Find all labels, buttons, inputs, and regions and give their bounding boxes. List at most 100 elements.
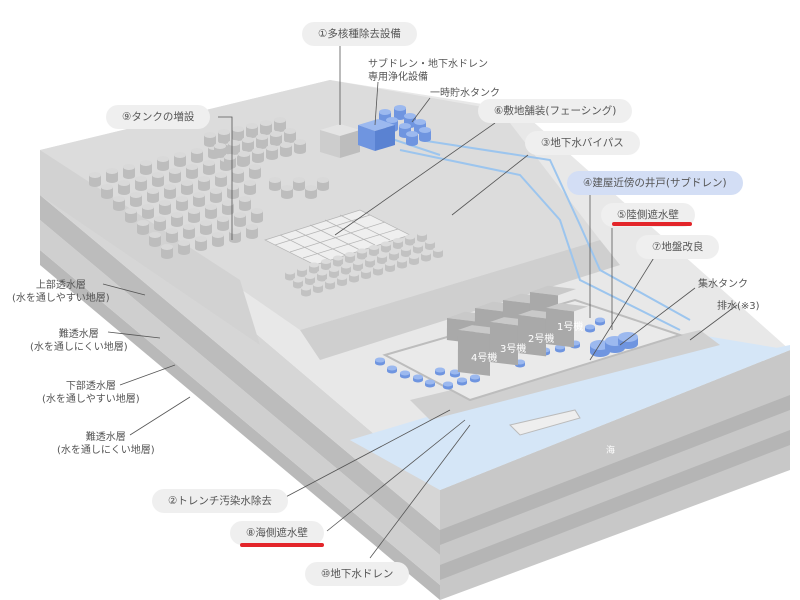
storage-tank <box>269 177 281 191</box>
storage-tank <box>238 151 250 166</box>
subdrain-well <box>425 379 435 388</box>
storage-tank <box>106 168 118 183</box>
storage-tank <box>232 168 244 183</box>
storage-tank <box>212 232 224 247</box>
storage-tank <box>249 164 261 179</box>
storage-tank <box>294 139 306 154</box>
storage-tank <box>297 266 307 277</box>
storage-tank <box>227 184 239 199</box>
unit-label-1: 1号機 <box>557 322 584 333</box>
label-collection-tank: 集水タンク <box>698 279 748 290</box>
storage-tank <box>266 145 278 160</box>
storage-tank <box>313 282 323 293</box>
lower-plateau-left <box>40 150 260 345</box>
storage-tank <box>417 231 427 242</box>
storage-tank <box>166 228 178 243</box>
label-subdrain-line2: 専用浄化設備 <box>368 72 428 83</box>
stratum-lower-aquitard <box>40 250 440 600</box>
storage-tank <box>325 278 335 290</box>
storage-tank <box>293 177 305 191</box>
storage-tank <box>425 239 435 250</box>
storage-tank <box>217 216 229 231</box>
storage-tank <box>433 247 443 258</box>
storage-tank <box>169 168 181 183</box>
stratum-lower-aquifer <box>40 220 440 585</box>
callout-ground-improvement: ⑦地盤改良 <box>636 235 720 259</box>
storage-tank <box>215 172 227 187</box>
highlight-underline-seaside-wall <box>240 543 324 547</box>
reactor-buildings <box>446 285 588 376</box>
storage-tank <box>397 257 407 269</box>
storage-tank <box>305 185 317 199</box>
storage-tank <box>147 188 159 203</box>
storage-tank <box>393 238 403 249</box>
subdrain-well <box>400 370 410 379</box>
callout-facing: ⑥敷地舗装(フェーシング) <box>478 99 633 123</box>
stratum-name: 難透水層 <box>85 432 126 443</box>
subdrain-well <box>375 357 385 366</box>
upper-plateau <box>40 80 600 330</box>
storage-tank <box>280 142 292 157</box>
storage-tank <box>89 172 101 187</box>
storage-tank <box>293 277 303 289</box>
storage-tank <box>159 200 171 215</box>
stratum-upper-aquitard <box>40 195 440 555</box>
storage-tank <box>321 259 331 270</box>
storage-tank <box>130 192 142 207</box>
storage-tank <box>305 274 315 285</box>
storage-tank <box>176 196 188 211</box>
storage-tank <box>149 232 161 247</box>
storage-tank <box>284 128 296 143</box>
storage-tank <box>365 256 375 268</box>
storage-tank <box>369 245 379 256</box>
storage-tank <box>171 212 183 227</box>
stratum-name: 難透水層 <box>58 329 99 340</box>
storage-tank <box>256 134 268 149</box>
storage-tank <box>317 270 327 282</box>
storage-tank <box>228 140 240 155</box>
leader-lines <box>102 46 738 559</box>
storage-tank <box>251 208 263 223</box>
unit-label-4: 4号機 <box>471 353 498 364</box>
storage-tank <box>274 117 286 132</box>
storage-tank <box>252 148 264 163</box>
storage-tank <box>203 160 215 175</box>
storage-tank <box>405 234 415 246</box>
stratum-label-upper-aquifer: 上部透水層 (水を通しやすい地層) <box>12 279 110 305</box>
storage-tank <box>186 164 198 179</box>
storage-tank <box>161 244 173 259</box>
storage-tank <box>409 254 419 265</box>
storage-tank <box>224 154 236 169</box>
storage-tank <box>205 204 217 219</box>
subdrain-well <box>585 324 595 333</box>
storage-tank <box>140 160 152 175</box>
storage-tank <box>113 196 125 211</box>
storage-tank <box>210 188 222 203</box>
temp-storage-tank <box>394 105 406 120</box>
stratum-desc: (水を通しやすい地層) <box>42 394 140 405</box>
storage-tank <box>349 271 359 283</box>
storage-tank <box>357 248 367 260</box>
storage-tank <box>385 261 395 272</box>
storage-tank <box>183 224 195 239</box>
storage-tank <box>309 262 319 274</box>
stratum-label-lower-aquifer: 下部透水層 (水を通しやすい地層) <box>42 380 140 406</box>
storage-tank <box>118 180 130 195</box>
callout-alps: ①多核種除去設備 <box>302 22 417 46</box>
callout-trench-removal: ②トレンチ汚染水除去 <box>152 489 288 513</box>
storage-tank <box>123 164 135 179</box>
storage-tank <box>154 216 166 231</box>
port-structure <box>410 330 720 420</box>
storage-tank <box>239 196 251 211</box>
storage-tank <box>381 241 391 253</box>
storage-tank <box>329 267 339 278</box>
storage-tank <box>413 242 423 254</box>
stratum-label-lower-aquitard: 難透水層 (水を通しにくい地層) <box>57 431 155 457</box>
storage-tank <box>181 180 193 195</box>
subdrain-well <box>595 317 605 326</box>
storage-tank <box>281 185 293 199</box>
unit-label-2: 2号機 <box>528 334 555 345</box>
storage-tank <box>188 208 200 223</box>
storage-tank <box>285 269 295 281</box>
temp-storage-tank <box>406 131 418 146</box>
